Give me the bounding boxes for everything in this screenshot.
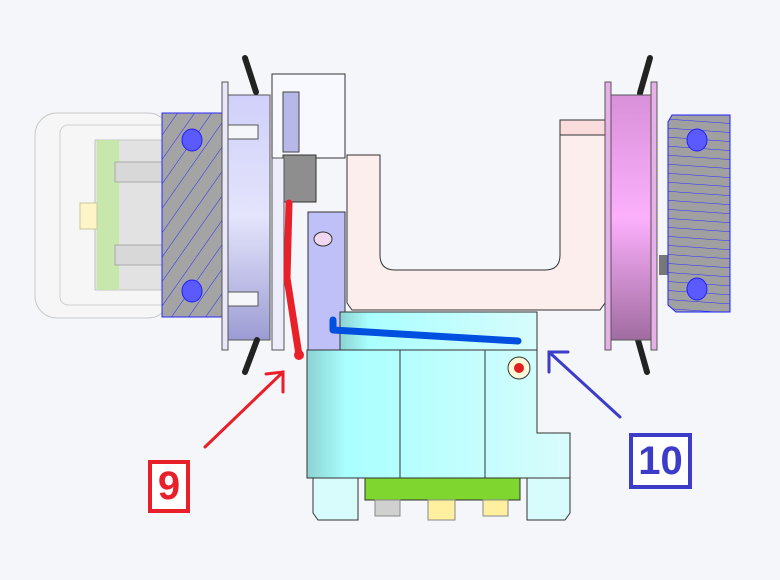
latch [282,91,300,153]
screw-hole [181,128,203,152]
hatched-section-right [667,114,731,313]
slider-block [282,154,317,203]
connector-pin [427,499,456,521]
screw-hole [181,279,203,303]
pin [242,55,653,375]
arrow-9 [203,370,285,449]
gap-marker-10 [329,316,522,345]
callout-label-9: 9 [148,460,190,513]
left-flange [221,81,271,351]
red-port [514,363,524,373]
hole [313,231,333,247]
screw-hole [686,277,708,301]
pulley-flange [604,81,612,351]
pulley [610,94,652,341]
arrow-10 [547,350,622,419]
callout-label-10: 10 [629,433,692,489]
u-bracket [346,119,606,311]
motor-housing [34,112,171,319]
gap-marker-9 [283,199,303,359]
base-block [306,311,571,521]
connector-pin [374,499,401,517]
connector [364,477,521,501]
connector-pin [482,499,509,517]
screw-hole [686,128,708,152]
